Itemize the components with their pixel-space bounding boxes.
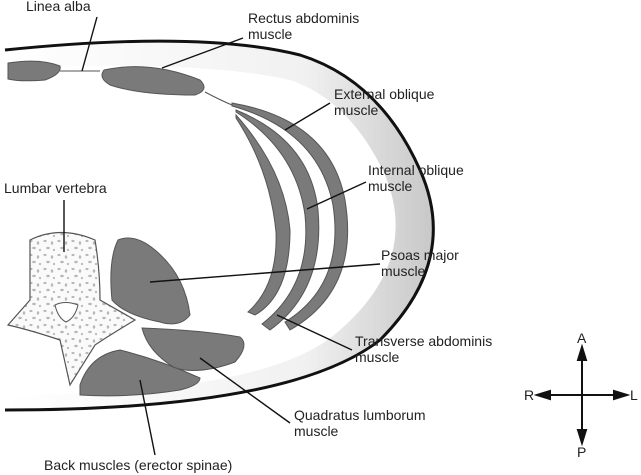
compass-anterior: A — [577, 330, 587, 346]
leader-back — [139, 379, 156, 456]
outer-skin-line — [4, 39, 435, 412]
vertebral-foramen — [54, 302, 79, 323]
leader-quadratus — [199, 357, 291, 424]
compass-right: R — [524, 387, 535, 403]
rectus-abdominis-shape — [7, 60, 61, 82]
label-lumbar-vertebra: Lumbar vertebra — [4, 180, 107, 196]
leader-rectus — [161, 37, 244, 69]
aponeurosis-line — [204, 91, 233, 106]
arrow-up-icon — [576, 343, 588, 361]
external-oblique-shape — [231, 102, 349, 331]
arrow-left-icon — [533, 389, 551, 401]
erector-spinae-shape — [79, 349, 201, 397]
label-back-muscles: Back muscles (erector spinae) — [44, 457, 233, 473]
label-linea-alba: Linea alba — [26, 0, 91, 14]
leader-transverse — [276, 314, 353, 351]
arrow-right-icon — [613, 389, 631, 401]
internal-oblique-shape — [235, 109, 320, 331]
arrow-down-icon — [576, 429, 588, 447]
leader-linea-alba — [81, 16, 98, 72]
leader-external-oblique — [284, 102, 331, 131]
orientation-compass — [533, 343, 631, 447]
leader-psoas — [149, 263, 381, 283]
compass-posterior: P — [577, 444, 587, 460]
compass-left: L — [630, 387, 638, 403]
leader-internal-oblique — [306, 181, 367, 210]
transverse-abdominis-shape — [235, 113, 291, 316]
rectus-abdominis-shape — [101, 66, 205, 96]
psoas-major-shape — [110, 237, 191, 325]
leader-lines — [63, 16, 381, 456]
quadratus-lumborum-shape — [141, 327, 245, 371]
